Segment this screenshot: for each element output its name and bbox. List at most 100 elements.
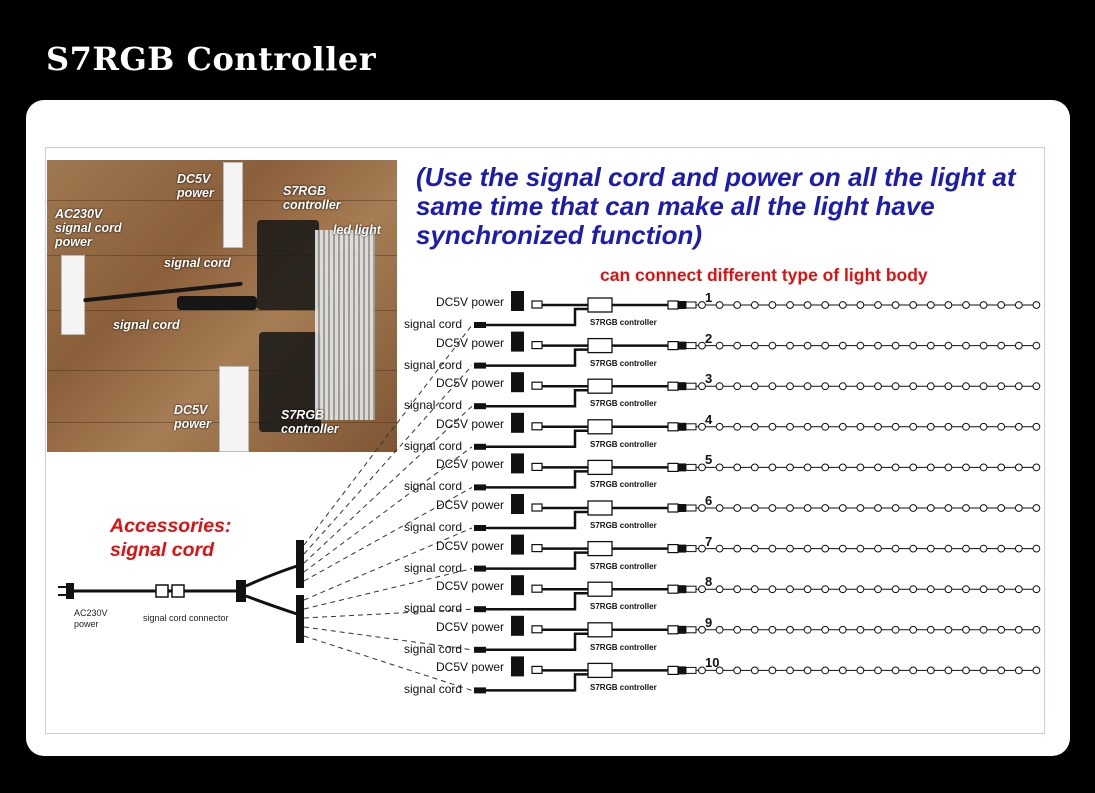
controller-label-6: S7RGB controller bbox=[590, 521, 657, 530]
controller-label-8: S7RGB controller bbox=[590, 602, 657, 612]
controller-label-4: S7RGB controller bbox=[590, 439, 657, 449]
signal-label-1: signal cord bbox=[404, 317, 463, 331]
led-light-strings bbox=[315, 230, 375, 420]
power-strip-bottom bbox=[219, 366, 249, 452]
row-number-2: 2 bbox=[705, 330, 713, 346]
s7rgb-controller-icon-5 bbox=[587, 459, 613, 476]
accessories-label: Accessories: signal cord bbox=[110, 515, 232, 561]
power-adapter-icon-6 bbox=[511, 494, 524, 514]
dashed-link-9 bbox=[303, 626, 473, 651]
power-label-1: DC5V power bbox=[436, 295, 505, 309]
signal-plug-icon-7 bbox=[474, 565, 486, 572]
controller-label-2: S7RGB controller bbox=[590, 358, 657, 368]
signal-plug-icon-6 bbox=[474, 525, 486, 531]
controller-label-9: S7RGB controller bbox=[590, 642, 657, 652]
diagram-subhead: can connect different type of light body bbox=[600, 265, 928, 285]
signal-label-6: signal cord bbox=[404, 520, 463, 534]
dashed-link-3 bbox=[303, 405, 473, 564]
s7rgb-controller-icon-9 bbox=[587, 622, 613, 638]
power-label-7: DC5V power bbox=[436, 538, 505, 553]
power-label-10: DC5V power bbox=[436, 660, 505, 675]
power-adapter-icon-8 bbox=[511, 575, 524, 596]
ac-power-label: AC230V power bbox=[74, 608, 108, 629]
s7rgb-controller-icon-4 bbox=[587, 419, 613, 435]
s7rgb-controller-icon-7 bbox=[587, 540, 613, 557]
power-adapter-icon-5 bbox=[511, 453, 524, 474]
s7rgb-controller-icon-2 bbox=[587, 337, 613, 354]
power-label-2: DC5V power bbox=[436, 335, 505, 350]
power-label-4: DC5V power bbox=[436, 416, 505, 431]
power-adapter-icon-3 bbox=[511, 372, 524, 393]
dashed-link-7 bbox=[303, 568, 473, 610]
signal-plug-icon-1 bbox=[474, 322, 486, 328]
power-adapter-icon-10 bbox=[511, 656, 524, 677]
figure-frame bbox=[45, 147, 1045, 734]
s7rgb-controller-icon-8 bbox=[587, 581, 613, 597]
power-label-5: DC5V power bbox=[436, 457, 505, 472]
signal-plug-icon-4 bbox=[474, 443, 486, 450]
row-number-6: 6 bbox=[705, 493, 713, 508]
signal-label-7: signal cord bbox=[404, 560, 463, 575]
power-label-8: DC5V power bbox=[436, 579, 505, 594]
s7rgb-controller-icon-10 bbox=[587, 662, 613, 679]
hub-bottom-icon bbox=[296, 595, 304, 643]
s7rgb-controller-icon-1 bbox=[587, 297, 613, 313]
photo-label-signal-cord-low: signal cord bbox=[113, 318, 180, 332]
photo-label-s7rgb-bottom: S7RGB controller bbox=[281, 408, 339, 436]
row-number-8: 8 bbox=[705, 574, 713, 590]
signal-label-4: signal cord bbox=[404, 438, 463, 453]
power-adapter-icon-9 bbox=[511, 615, 524, 636]
s7rgb-controller-icon-3 bbox=[587, 378, 613, 394]
hub-top-icon bbox=[296, 540, 304, 588]
photo-label-s7rgb-top: S7RGB controller bbox=[283, 184, 341, 212]
row-number-10: 10 bbox=[705, 655, 720, 671]
power-label-9: DC5V power bbox=[436, 619, 505, 634]
diagram-headline: (Use the signal cord and power on all th… bbox=[416, 162, 1016, 250]
signal-plug-icon-8 bbox=[474, 606, 486, 613]
controller-label-7: S7RGB controller bbox=[590, 561, 657, 571]
dashed-link-6 bbox=[303, 527, 473, 601]
dashed-link-1 bbox=[303, 324, 473, 546]
signal-plug-icon-2 bbox=[474, 362, 486, 369]
controller-label-10: S7RGB controller bbox=[590, 683, 657, 693]
product-photo: DC5V power S7RGB controller AC230V signa… bbox=[47, 160, 397, 452]
signal-label-10: signal cord bbox=[404, 682, 463, 697]
power-label-6: DC5V power bbox=[436, 498, 505, 512]
signal-plug-icon-5 bbox=[474, 484, 486, 491]
power-strip-top bbox=[223, 162, 243, 248]
ac-plug-icon bbox=[66, 583, 74, 599]
dashed-link-4 bbox=[303, 446, 473, 573]
power-adapter-icon-1 bbox=[511, 291, 524, 311]
photo-label-dc5v-top: DC5V power bbox=[177, 172, 214, 200]
power-strip-left bbox=[61, 255, 85, 335]
controller-label-1: S7RGB controller bbox=[590, 318, 657, 327]
signal-plug-icon-3 bbox=[474, 403, 486, 410]
connector-label: signal cord connector bbox=[143, 613, 229, 623]
dashed-link-2 bbox=[303, 365, 473, 555]
signal-label-8: signal cord bbox=[404, 601, 463, 616]
row-number-4: 4 bbox=[705, 411, 713, 427]
photo-label-signal-cord-mid: signal cord bbox=[164, 256, 231, 270]
row-number-7: 7 bbox=[705, 533, 713, 549]
row-number-5: 5 bbox=[705, 452, 713, 468]
signal-plug-icon-10 bbox=[474, 687, 486, 694]
power-adapter-icon-7 bbox=[511, 534, 524, 555]
page-title: S7RGB Controller bbox=[46, 40, 377, 78]
dashed-link-8 bbox=[303, 608, 473, 619]
controller-label-5: S7RGB controller bbox=[590, 480, 657, 490]
photo-label-led-light: led light bbox=[333, 223, 381, 237]
splitter-icon bbox=[236, 580, 246, 602]
power-adapter-icon-2 bbox=[511, 331, 524, 352]
signal-plug-icon-9 bbox=[474, 646, 486, 653]
dashed-link-10 bbox=[303, 635, 473, 691]
photo-label-dc5v-bottom: DC5V power bbox=[174, 403, 211, 431]
signal-label-9: signal cord bbox=[404, 641, 463, 656]
controller-label-3: S7RGB controller bbox=[590, 399, 657, 409]
signal-label-3: signal cord bbox=[404, 398, 463, 413]
s7rgb-controller-icon-6 bbox=[587, 500, 613, 516]
row-number-1: 1 bbox=[705, 290, 713, 305]
photo-label-ac230v: AC230V signal cord power bbox=[55, 207, 122, 249]
signal-label-2: signal cord bbox=[404, 357, 463, 372]
row-number-9: 9 bbox=[705, 614, 713, 630]
